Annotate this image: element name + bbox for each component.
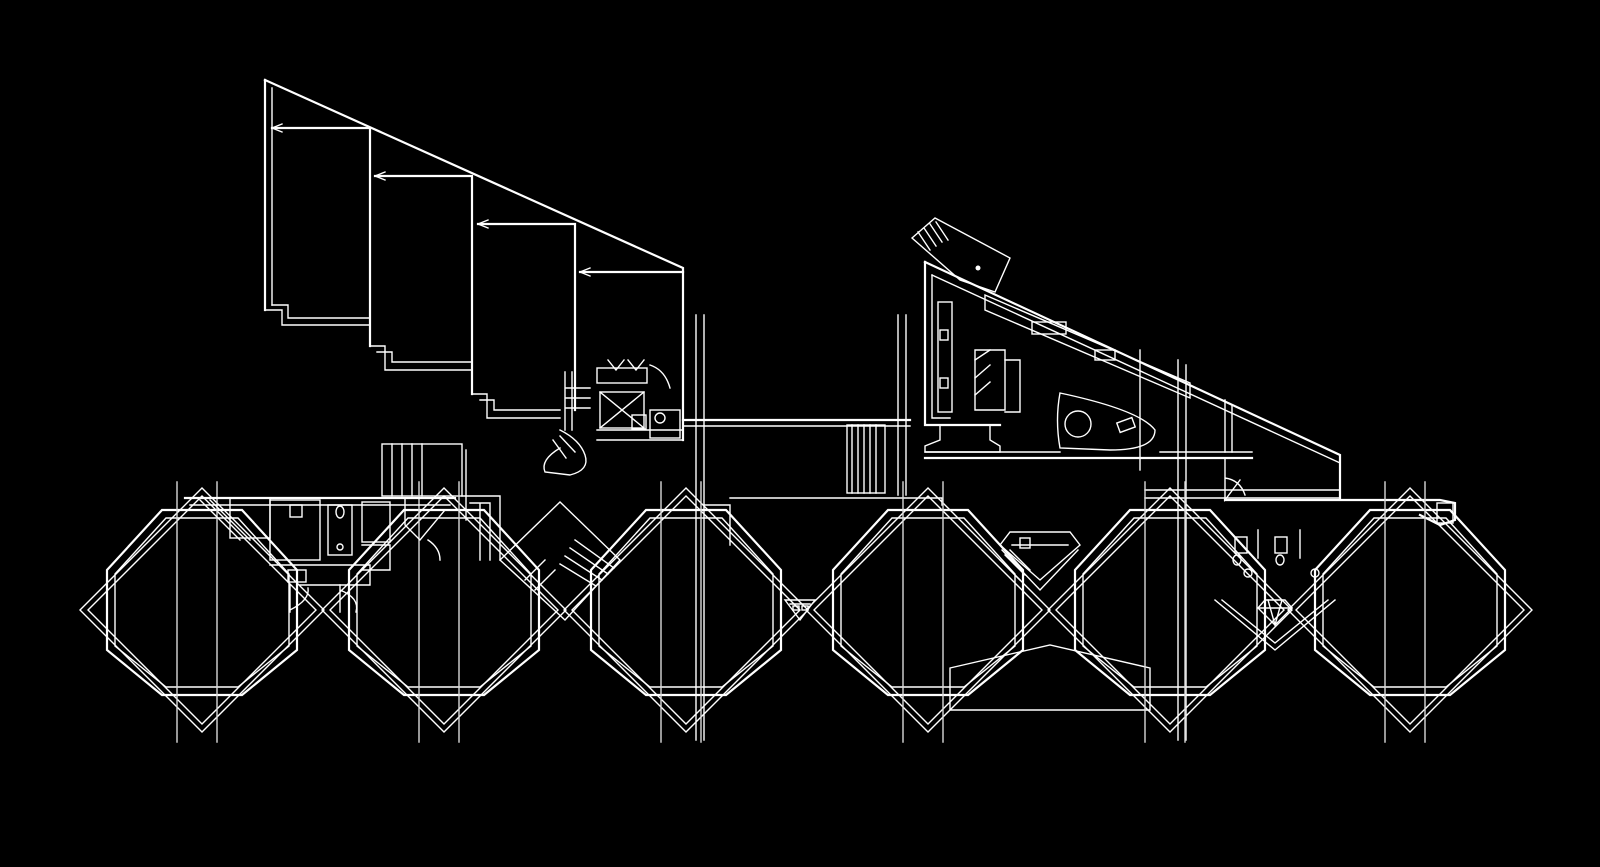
diamond-module-2-outer	[321, 487, 567, 733]
structural-column-lines	[176, 481, 1426, 743]
diamond-module-2-octagon	[347, 508, 541, 697]
diamond-module-6-outer	[1287, 487, 1533, 733]
stepped-wing-upper-left	[263, 78, 685, 476]
diamond-module-row	[79, 487, 1533, 733]
diamond-module-5-octagon-inner	[1082, 517, 1258, 688]
diamond-module-5-octagon	[1073, 508, 1267, 697]
diamond-module-4-outer	[805, 487, 1051, 733]
diamond-module-1-octagon	[105, 508, 299, 697]
diamond-module-3-octagon	[589, 508, 783, 697]
diamond-module-6-octagon-inner	[1322, 517, 1498, 688]
diamond-module-4-octagon-inner	[840, 517, 1016, 688]
diamond-module-2-octagon-inner	[356, 517, 532, 688]
diamond-module-6-octagon	[1313, 508, 1507, 697]
bathroom-core-left	[183, 496, 457, 613]
bathroom-core-right	[1214, 529, 1336, 651]
diamond-module-4-octagon	[831, 508, 1025, 697]
terrace-link	[949, 644, 1151, 711]
diamond-module-1-outer	[79, 487, 325, 733]
kitchenette-core-center	[783, 531, 1081, 622]
diamond-module-5-outer	[1047, 487, 1293, 733]
diamond-module-1-octagon-inner	[114, 517, 290, 688]
diamond-module-3-octagon-inner	[598, 517, 774, 688]
